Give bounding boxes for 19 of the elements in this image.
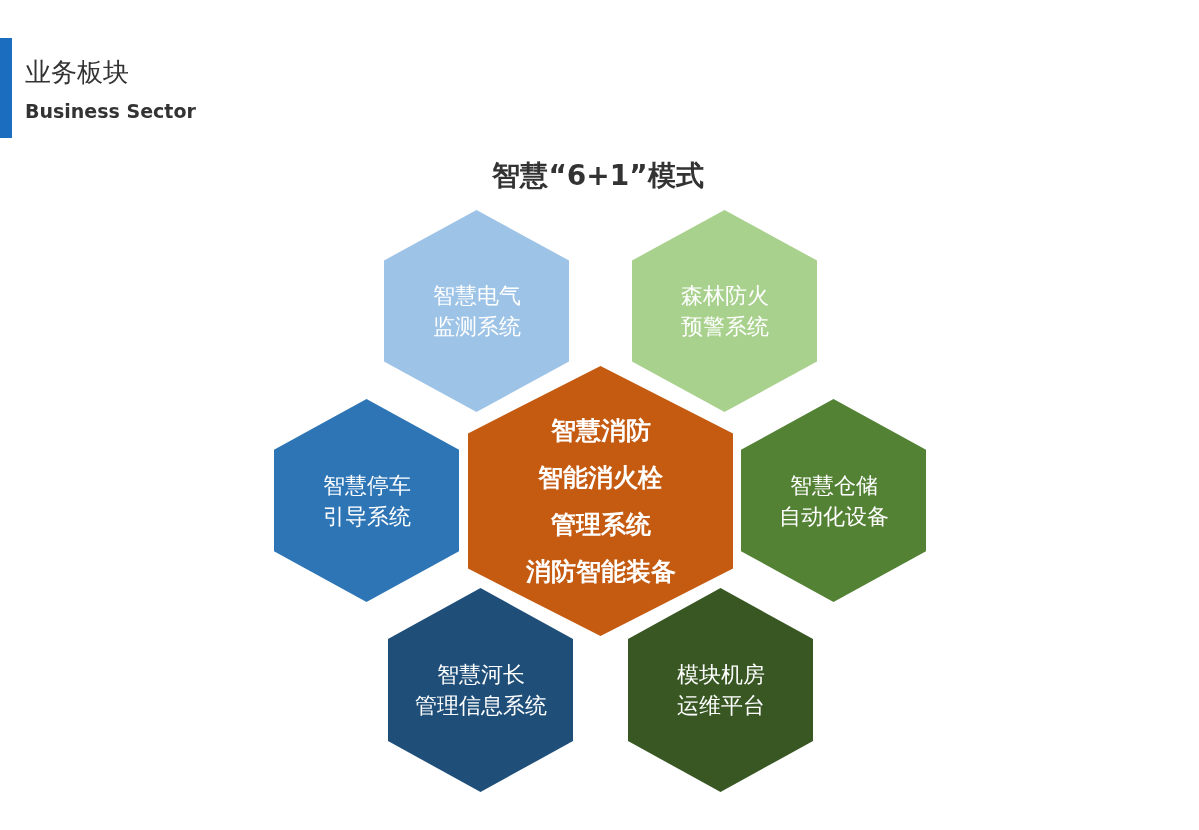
tile-label: 模块机房运维平台 bbox=[676, 661, 765, 720]
hexagon-tile bbox=[384, 210, 569, 412]
tile-label: 智慧电气监测系统 bbox=[432, 282, 521, 341]
tile-label: 森林防火预警系统 bbox=[680, 282, 769, 341]
hexagon-tile bbox=[388, 588, 573, 792]
section-subheading: Business Sector bbox=[25, 99, 196, 123]
tile-label: 智能消火栓管理系统 bbox=[538, 462, 663, 541]
tile-label: 智慧停车引导系统 bbox=[322, 471, 411, 531]
tile-label: 智慧消防 bbox=[550, 415, 651, 447]
hexagon-tile bbox=[468, 366, 733, 636]
diagram-title: 智慧“6+1”模式 bbox=[492, 158, 704, 194]
section-heading: 业务板块 bbox=[25, 56, 129, 89]
hexagon-tile bbox=[741, 399, 926, 602]
hexagon-tile bbox=[628, 588, 813, 792]
tile-label: 消防智能装备 bbox=[525, 556, 676, 588]
tile-label: 智慧河长管理信息系统 bbox=[414, 661, 547, 720]
hexagon-tile bbox=[274, 399, 459, 602]
tile-label: 智慧仓储自动化设备 bbox=[778, 471, 889, 531]
hexagon-tile bbox=[632, 210, 817, 412]
